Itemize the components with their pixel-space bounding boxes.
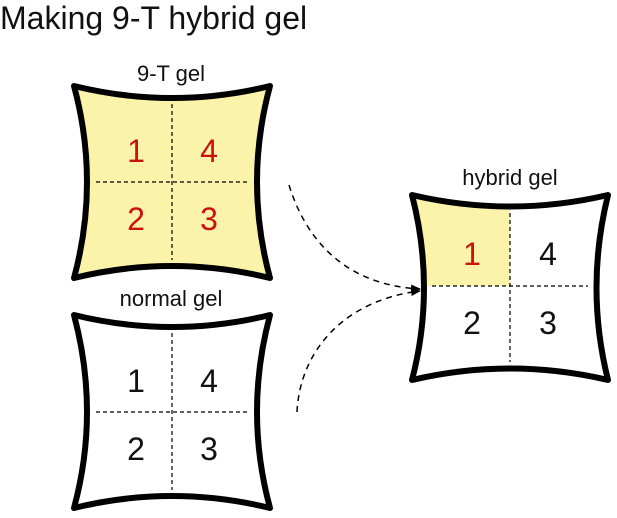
gel-hybrid: hybrid gel 1 4 2 3 [409,165,611,383]
gel-hybrid-number-1: 1 [463,236,481,272]
gel-hybrid-label: hybrid gel [462,165,557,190]
arrow-normal-to-hybrid [296,288,421,413]
gel-9t-number-2: 2 [127,201,145,237]
gel-normal: normal gel 1 4 2 3 [71,286,273,511]
gel-hybrid-number-2: 2 [463,305,481,341]
gel-normal-number-3: 3 [200,431,218,467]
gel-hybrid-body [409,192,611,383]
gel-hybrid-number-3: 3 [539,305,557,341]
page-title: Making 9-T hybrid gel [0,0,308,36]
gel-9t-number-1: 1 [127,133,145,169]
gel-normal-number-4: 4 [200,363,218,399]
gel-normal-number-1: 1 [127,363,145,399]
gel-normal-number-2: 2 [127,431,145,467]
gel-9t: 9-T gel 1 4 2 3 [71,61,273,281]
arrow-9t-to-hybrid [288,184,421,293]
gel-9t-number-4: 4 [200,133,218,169]
gel-hybrid-number-4: 4 [539,236,557,272]
gel-9t-number-3: 3 [200,201,218,237]
gel-hybrid-highlight-quadrant [412,195,510,286]
gel-normal-label: normal gel [120,286,223,311]
gel-9t-label: 9-T gel [137,61,205,86]
